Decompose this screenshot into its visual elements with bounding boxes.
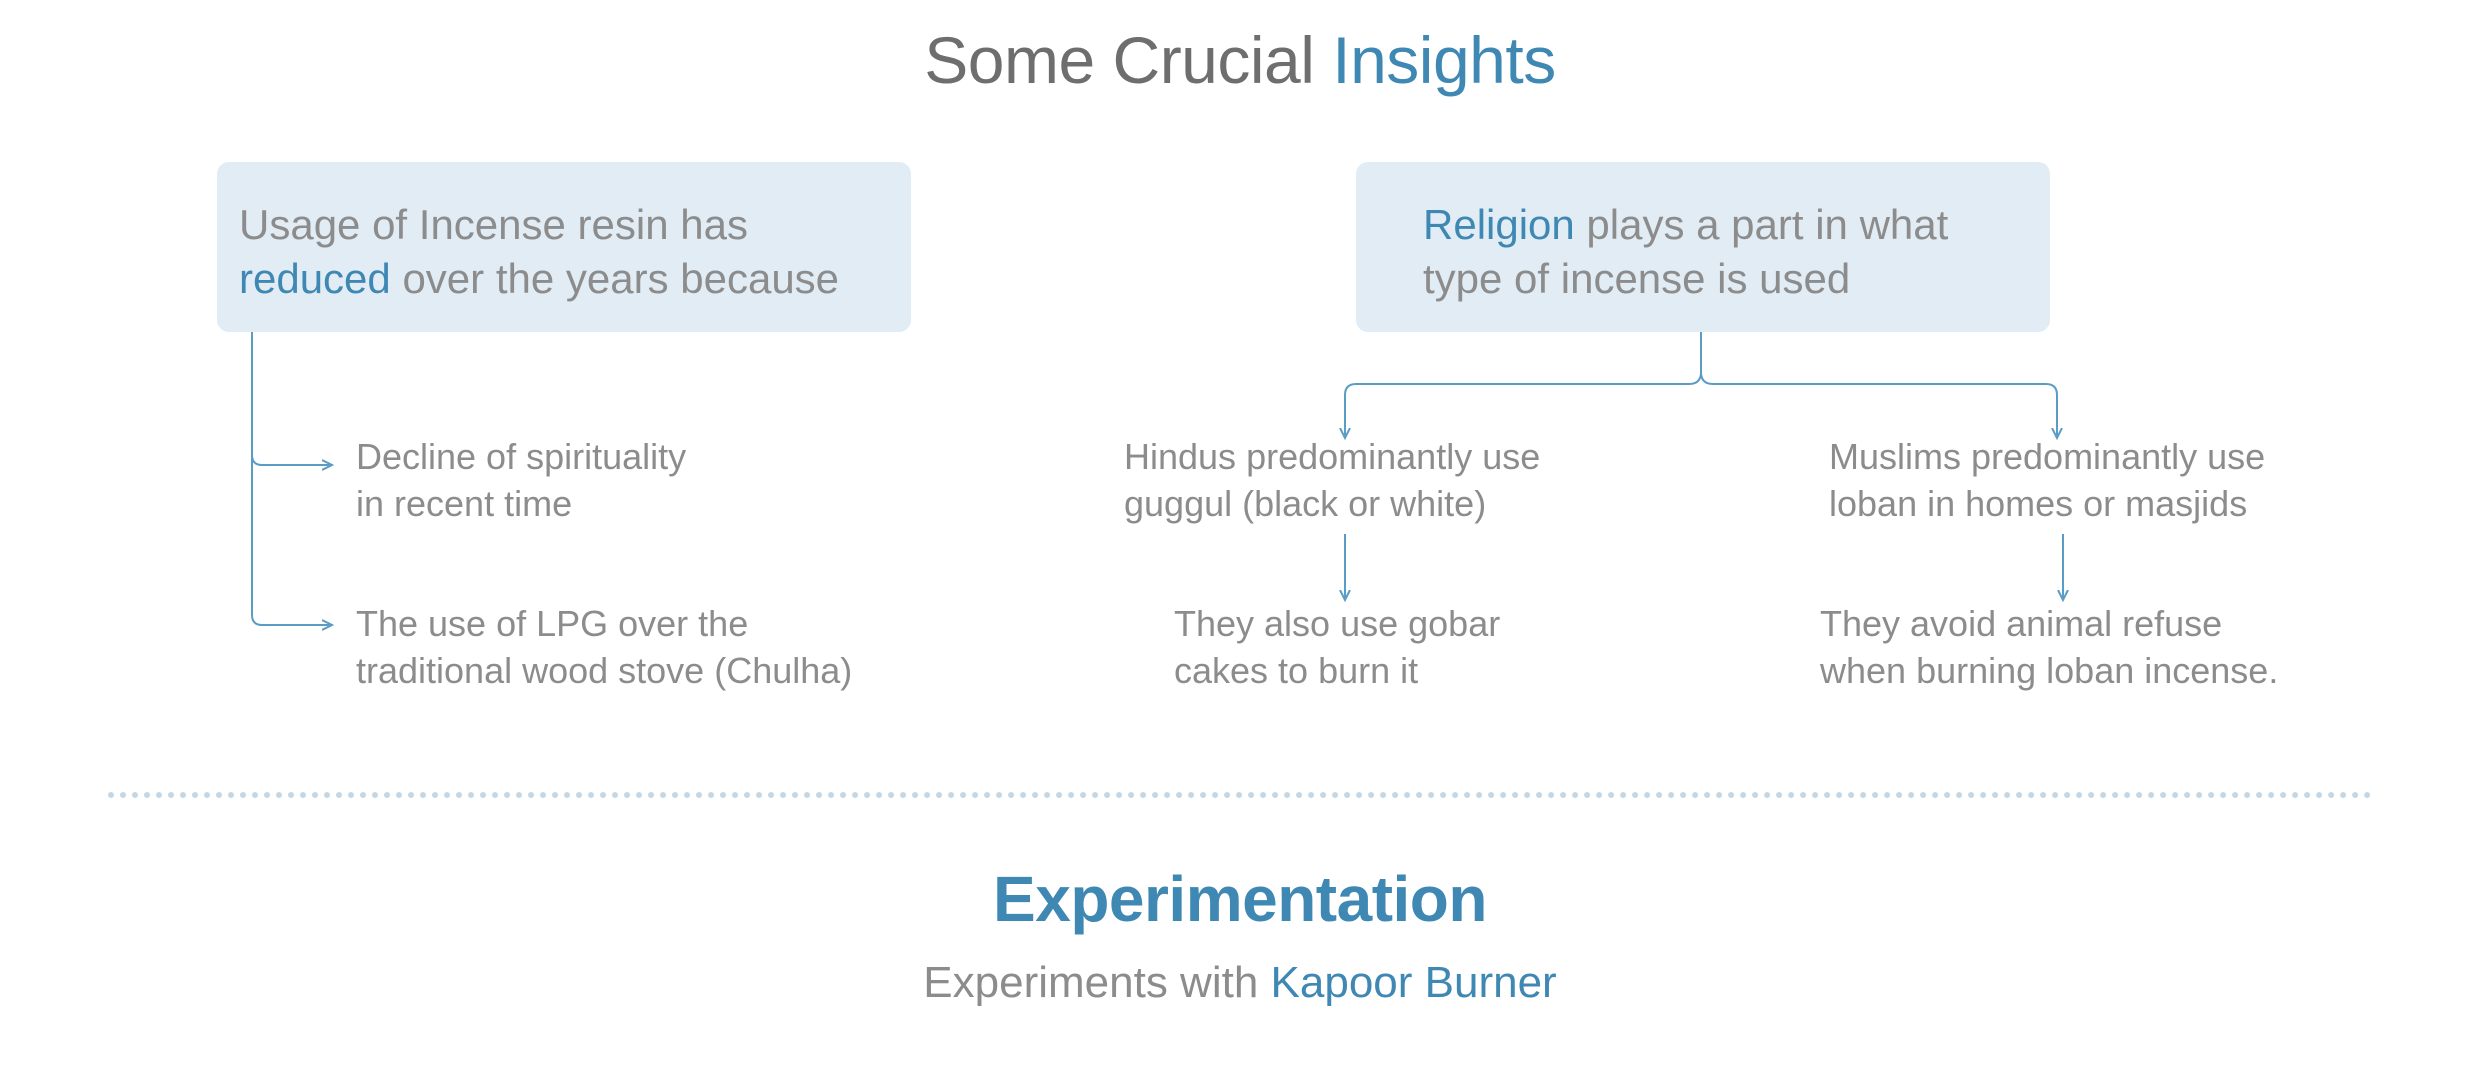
religion-highlight: Religion	[1423, 201, 1575, 248]
religion-line-1-rest: plays a part in what	[1574, 201, 1949, 248]
muslims-sub-line-2: when burning loban incense.	[1820, 650, 2279, 691]
religion-box: Religion plays a part in what type of in…	[1356, 162, 2050, 332]
muslims-sub-text: They avoid animal refuse when burning lo…	[1820, 600, 2278, 694]
reduced-highlight: reduced	[239, 255, 391, 302]
left-connector-1	[251, 332, 332, 465]
hindus-line-2: guggul (black or white)	[1124, 483, 1487, 524]
hindus-sub-line-1: They also use gobar	[1174, 603, 1501, 644]
reason-lpg-line-1: The use of LPG over the	[356, 603, 749, 644]
experimentation-subtitle: Experiments with Kapoor Burner	[0, 958, 2480, 1008]
muslims-sub-line-1: They avoid animal refuse	[1820, 603, 2223, 644]
reduced-usage-line-2-rest: over the years because	[390, 255, 840, 302]
reason-lpg: The use of LPG over the traditional wood…	[356, 600, 852, 694]
religion-line-1: Religion plays a part in what	[1423, 198, 2050, 252]
experimentation-title: Experimentation	[993, 863, 1487, 935]
reduced-usage-line-2: reduced over the years because	[239, 252, 911, 306]
reduced-usage-box: Usage of Incense resin has reduced over …	[217, 162, 911, 332]
title-part-1: Some Crucial	[924, 23, 1333, 97]
reduced-usage-line-1: Usage of Incense resin has	[239, 201, 748, 248]
right-branch-right	[1700, 371, 2057, 438]
reason-spirituality-line-1: Decline of spirituality	[356, 436, 687, 477]
reason-spirituality-line-2: in recent time	[356, 483, 573, 524]
reason-spirituality: Decline of spirituality in recent time	[356, 433, 686, 527]
hindus-sub-text: They also use gobar cakes to burn it	[1174, 600, 1500, 694]
muslims-text: Muslims predominantly use loban in homes…	[1829, 433, 2265, 527]
experimentation-sub-part-2: Kapoor Burner	[1270, 958, 1557, 1007]
muslims-line-1: Muslims predominantly use	[1829, 436, 2266, 477]
hindus-line-1: Hindus predominantly use	[1124, 436, 1541, 477]
hindus-text: Hindus predominantly use guggul (black o…	[1124, 433, 1540, 527]
hindus-sub-line-2: cakes to burn it	[1174, 650, 1419, 691]
title-part-2: Insights	[1332, 23, 1556, 97]
page-title: Some Crucial Insights	[0, 22, 2480, 98]
reason-lpg-line-2: traditional wood stove (Chulha)	[356, 650, 853, 691]
religion-line-2: type of incense is used	[1423, 255, 1851, 302]
experimentation-sub-part-1: Experiments with	[923, 958, 1271, 1007]
muslims-line-2: loban in homes or masjids	[1829, 483, 2248, 524]
right-branch-left	[1345, 383, 1689, 438]
left-connector-2	[251, 455, 332, 625]
right-stem	[1688, 332, 1702, 385]
dotted-separator	[108, 792, 2372, 798]
